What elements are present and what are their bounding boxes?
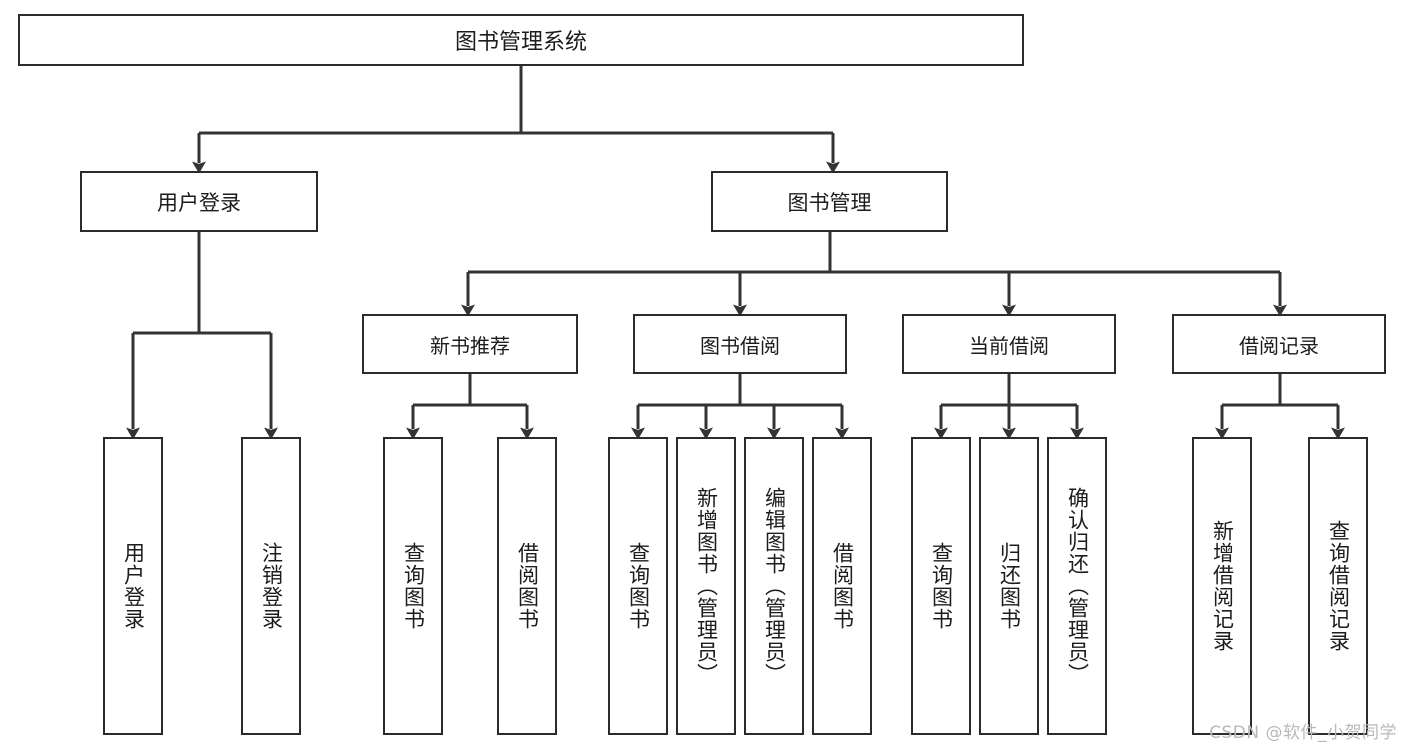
node-new-book-recommend-label: 新书推荐 bbox=[430, 333, 510, 358]
node-leaf-current-query[interactable]: 查询图书 bbox=[911, 437, 971, 735]
node-current-borrow[interactable]: 当前借阅 bbox=[902, 314, 1116, 374]
node-book-borrow-label: 图书借阅 bbox=[700, 333, 780, 358]
node-leaf-borrow-book-label: 借阅图书 bbox=[830, 542, 855, 630]
node-leaf-add-record-label: 新增借阅记录 bbox=[1210, 520, 1235, 652]
node-leaf-confirm-return[interactable]: 确认归还（管理员） bbox=[1047, 437, 1107, 735]
node-leaf-borrow-book[interactable]: 借阅图书 bbox=[812, 437, 872, 735]
node-book-manage-label: 图书管理 bbox=[787, 190, 872, 215]
node-leaf-newbook-borrow[interactable]: 借阅图书 bbox=[497, 437, 557, 735]
node-borrow-record[interactable]: 借阅记录 bbox=[1172, 314, 1386, 374]
node-root[interactable]: 图书管理系统 bbox=[18, 14, 1024, 66]
node-leaf-confirm-return-label: 确认归还（管理员） bbox=[1065, 487, 1090, 685]
node-user-login-label: 用户登录 bbox=[157, 190, 241, 215]
node-leaf-add-book-label: 新增图书（管理员） bbox=[694, 487, 719, 685]
node-leaf-add-book[interactable]: 新增图书（管理员） bbox=[676, 437, 736, 735]
node-leaf-edit-book[interactable]: 编辑图书（管理员） bbox=[744, 437, 804, 735]
node-leaf-edit-book-label: 编辑图书（管理员） bbox=[762, 487, 787, 685]
node-book-borrow[interactable]: 图书借阅 bbox=[633, 314, 847, 374]
node-leaf-newbook-query[interactable]: 查询图书 bbox=[383, 437, 443, 735]
node-leaf-user-login-label: 用户登录 bbox=[121, 542, 146, 630]
node-current-borrow-label: 当前借阅 bbox=[969, 333, 1049, 358]
node-leaf-borrow-query-label: 查询图书 bbox=[626, 542, 651, 630]
node-leaf-add-record[interactable]: 新增借阅记录 bbox=[1192, 437, 1252, 735]
node-root-label: 图书管理系统 bbox=[454, 30, 587, 55]
node-leaf-return-book[interactable]: 归还图书 bbox=[979, 437, 1039, 735]
node-leaf-user-login[interactable]: 用户登录 bbox=[103, 437, 163, 735]
node-leaf-query-record[interactable]: 查询借阅记录 bbox=[1308, 437, 1368, 735]
node-borrow-record-label: 借阅记录 bbox=[1239, 333, 1319, 358]
node-leaf-borrow-query[interactable]: 查询图书 bbox=[608, 437, 668, 735]
node-book-manage[interactable]: 图书管理 bbox=[711, 171, 948, 232]
node-leaf-current-query-label: 查询图书 bbox=[929, 542, 954, 630]
node-leaf-logout[interactable]: 注销登录 bbox=[241, 437, 301, 735]
node-leaf-logout-label: 注销登录 bbox=[259, 542, 284, 630]
node-new-book-recommend[interactable]: 新书推荐 bbox=[362, 314, 578, 374]
node-leaf-query-record-label: 查询借阅记录 bbox=[1326, 520, 1351, 652]
node-leaf-newbook-query-label: 查询图书 bbox=[401, 542, 426, 630]
node-leaf-return-book-label: 归还图书 bbox=[997, 542, 1022, 630]
node-leaf-newbook-borrow-label: 借阅图书 bbox=[515, 542, 540, 630]
node-user-login[interactable]: 用户登录 bbox=[80, 171, 318, 232]
